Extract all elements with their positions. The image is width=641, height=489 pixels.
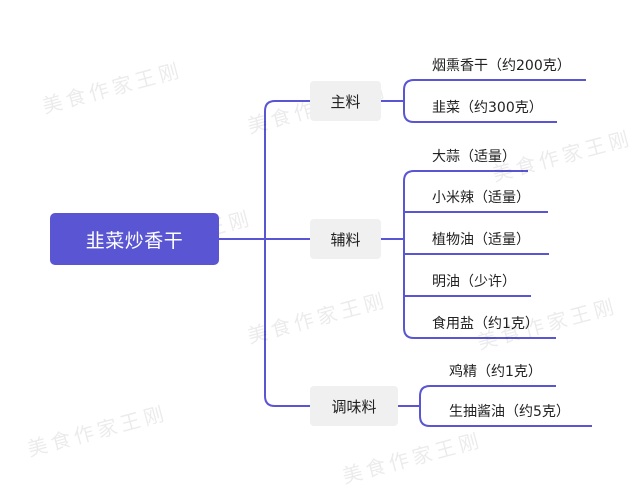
root-node[interactable]: 韭菜炒香干: [50, 213, 219, 265]
branch-auxiliary-ingredients[interactable]: 辅料: [310, 219, 381, 259]
leaf-vegetable-oil[interactable]: 植物油（适量）: [432, 232, 530, 248]
leaf-finishing-oil[interactable]: 明油（少许）: [432, 274, 516, 290]
leaf-chili[interactable]: 小米辣（适量）: [432, 190, 530, 206]
leaf-smoked-tofu[interactable]: 烟熏香干（约200克）: [432, 58, 571, 74]
branch-main-ingredients[interactable]: 主料: [310, 81, 381, 121]
mind-map: 美食作家王刚 美食作家王刚 美食作家王刚 美食作家王刚 美食作家王刚 美食作家王…: [25, 58, 635, 488]
leaf-chives[interactable]: 韭菜（约300克）: [432, 100, 543, 116]
leaf-garlic[interactable]: 大蒜（适量）: [432, 149, 516, 165]
leaf-salt[interactable]: 食用盐（约1克）: [432, 316, 539, 332]
branch-seasonings[interactable]: 调味料: [310, 386, 398, 426]
leaf-soy-sauce[interactable]: 生抽酱油（约5克）: [449, 404, 570, 420]
connector-lines: [219, 79, 592, 427]
leaf-chicken-essence[interactable]: 鸡精（约1克）: [449, 364, 542, 380]
